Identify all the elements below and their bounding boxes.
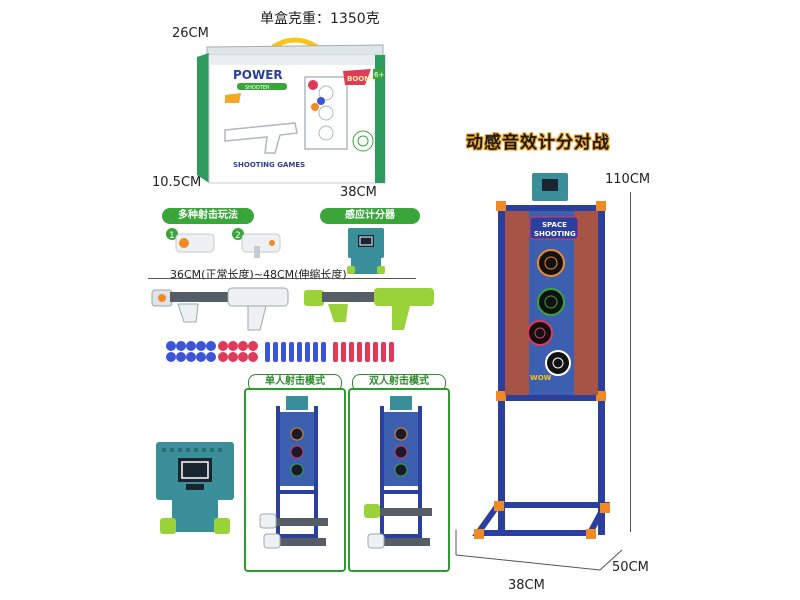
box-age-text: 6+	[374, 71, 384, 79]
sensor-pill: 感应计分器	[320, 208, 420, 224]
double-mode-label: 双人射击模式	[369, 376, 429, 387]
single-mode-illustration	[259, 396, 328, 549]
sensor-label: 感应计分器	[345, 210, 395, 221]
gun-length-line	[148, 278, 416, 279]
banner-line2: SHOOTING	[534, 230, 576, 238]
play-mode-illustrations: 1 2	[166, 228, 281, 258]
packaging-box: BOOM! 6+ POWER SHOOTER SHOOTING GAMES	[197, 37, 386, 184]
box-height-label: 26CM	[172, 26, 209, 41]
gun-length-label: 36CM(正常长度)~48CM(伸缩长度)	[170, 268, 347, 281]
stand-depth-label: 50CM	[612, 560, 649, 575]
double-mode-panel	[348, 388, 450, 572]
guns-illustration	[151, 287, 434, 331]
banner-wow: WOW	[530, 374, 552, 382]
box-weight-label: 单盒克重：1350克	[260, 11, 380, 27]
box-width-label: 38CM	[340, 185, 377, 200]
box-title-text: SHOOTING GAMES	[233, 161, 305, 169]
double-mode-illustration	[364, 396, 432, 549]
box-brand-sub-text: SHOOTER	[245, 85, 270, 91]
stand-width-label: 38CM	[508, 578, 545, 593]
banner-line1: SPACE	[542, 221, 567, 229]
sensor-scorer-large	[156, 442, 234, 534]
target-stand: SPACE SHOOTING WOW	[455, 173, 623, 571]
single-mode-panel	[244, 388, 346, 572]
ammo-illustration	[166, 341, 394, 362]
step-two-badge: 2	[235, 231, 241, 241]
headline: 动感音效计分对战	[466, 133, 610, 153]
multi-play-label: 多种射击玩法	[178, 210, 238, 221]
sensor-scorer-small	[347, 228, 385, 274]
box-depth-label: 10.5CM	[152, 175, 202, 190]
box-boom-text: BOOM!	[347, 75, 374, 83]
stand-height-line	[630, 192, 631, 532]
box-brand-text: POWER	[233, 68, 283, 82]
multi-play-pill: 多种射击玩法	[162, 208, 254, 224]
stand-height-label: 110CM	[605, 172, 651, 187]
step-one-badge: 1	[169, 231, 175, 241]
single-mode-label: 单人射击模式	[265, 376, 325, 387]
